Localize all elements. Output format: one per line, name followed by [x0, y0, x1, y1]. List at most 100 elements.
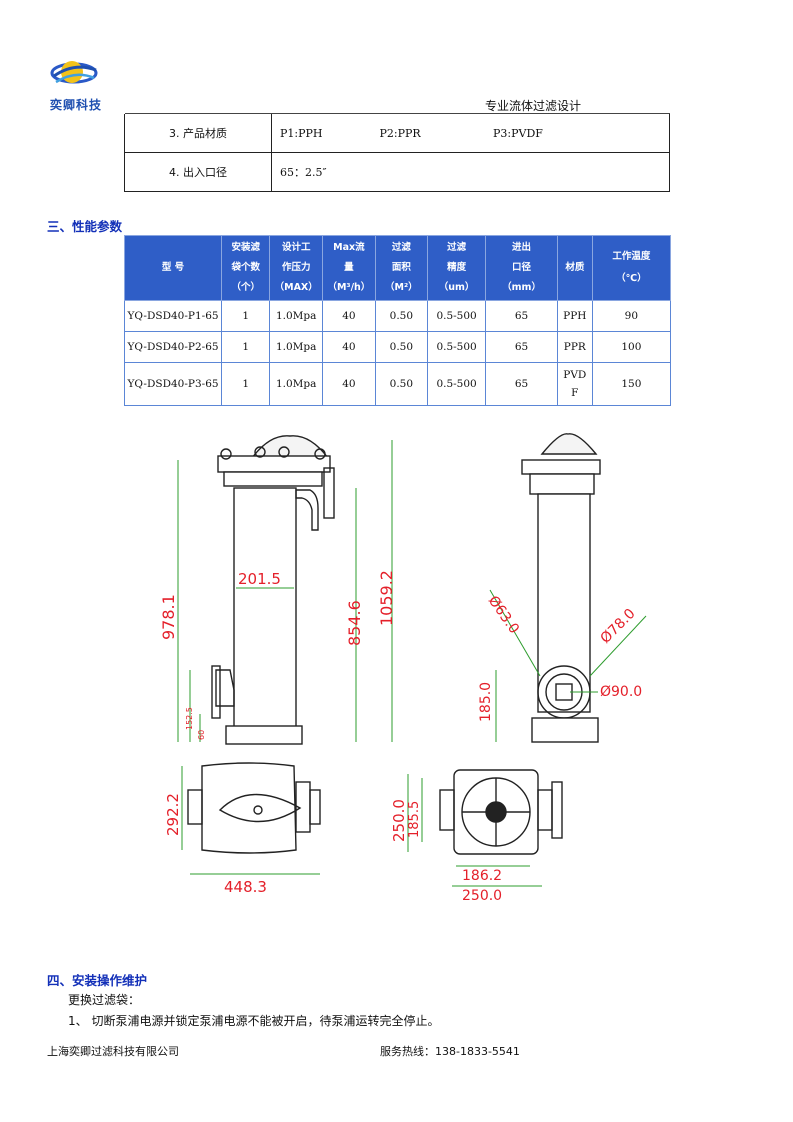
- row-label: 3. 产品材质: [124, 114, 272, 153]
- dim-phi-63: Ø63.0: [485, 593, 522, 637]
- table-cell: PPH: [556, 300, 593, 332]
- dim-152-5: 152.5: [185, 707, 194, 730]
- table-cell: 1.0Mpa: [269, 362, 324, 406]
- technical-drawing: 201.5 978.1 854.6 1059.2 152.5 60 Ø63.0 …: [160, 433, 647, 904]
- column-header-line: （M³/h）: [327, 282, 371, 293]
- side-view: [521, 433, 601, 743]
- company-logo-icon: [50, 61, 98, 84]
- footer-company: 上海奕卿过滤科技有限公司: [47, 1045, 179, 1058]
- column-header-line: 精度: [447, 262, 467, 273]
- row-label: 4. 出入口径: [124, 152, 272, 192]
- table-cell: 0.50: [374, 300, 429, 332]
- table-cell: 1.0Mpa: [269, 331, 324, 363]
- front-view: [211, 435, 335, 745]
- dim-phi-78: Ø78.0: [598, 606, 639, 647]
- table-cell: 0.5-500: [426, 331, 487, 363]
- table-cell: YQ-DSD40-P2-65: [123, 331, 223, 363]
- dim-185-0: 185.0: [478, 682, 494, 722]
- column-header: 安装滤袋个数 （个）: [221, 235, 271, 301]
- column-header: 进出口径 （mm）: [485, 235, 558, 301]
- table-cell: 150: [591, 362, 672, 406]
- cell-line: F: [571, 387, 579, 399]
- column-header: 材质: [556, 235, 593, 301]
- material-pvdf: P3:PVDF: [493, 126, 543, 140]
- column-header-line: （个）: [231, 282, 260, 293]
- column-header-line: 量: [344, 262, 354, 273]
- table-header-row: 型 号安装滤袋个数 （个） 设计工作压力 （MAX） Max流量 （M³/h） 过滤面积 （M…: [123, 235, 672, 301]
- table-cell: 0.5-500: [426, 300, 487, 332]
- table-cell: 40: [322, 300, 376, 332]
- column-header-line: （um）: [438, 282, 475, 293]
- table-cell: PVD F: [556, 362, 593, 406]
- table-cell: 65: [485, 362, 558, 406]
- dim-201-5: 201.5: [238, 570, 281, 588]
- cell-line: PVD: [563, 369, 587, 381]
- column-header-line: 材质: [565, 262, 585, 273]
- column-header: 过滤精度 （um）: [426, 235, 487, 301]
- table-cell: 65: [485, 331, 558, 363]
- column-header-line: 过滤: [447, 242, 467, 253]
- dim-1059-2: 1059.2: [377, 570, 396, 626]
- table-cell: 1: [221, 331, 271, 363]
- column-header-line: Max流: [333, 242, 365, 253]
- table-cell: 0.50: [374, 362, 429, 406]
- section-title: 三、性能参数: [47, 219, 123, 234]
- dim-60: 60: [197, 730, 206, 740]
- dim-186-2: 186.2: [462, 868, 502, 884]
- table-cell: 100: [591, 331, 672, 363]
- instruction-item: 1、 切断泵浦电源并锁定泵浦电源不能被开启，待泵浦运转完全停止。: [68, 1014, 440, 1028]
- table-cell: 1: [221, 362, 271, 406]
- bottom-view: [439, 769, 563, 855]
- column-header-line: （MAX）: [274, 282, 318, 293]
- header-tagline: 专业流体过滤设计: [485, 99, 582, 113]
- material-table: 3. 产品材质 P1:PPH P2:PPR P3:PVDF 4. 出入口径 65…: [124, 114, 670, 192]
- table-cell: 1.0Mpa: [269, 300, 324, 332]
- table-row: 4. 出入口径 65：2.5″: [124, 152, 670, 192]
- column-header-line: 面积: [391, 262, 411, 273]
- top-view: [187, 762, 321, 854]
- column-header-line: 安装滤: [231, 242, 260, 253]
- table-cell: 90: [591, 300, 672, 332]
- column-header-line: 口径: [512, 262, 532, 273]
- performance-table: 型 号安装滤袋个数 （个） 设计工作压力 （MAX） Max流量 （M³/h） 过滤面积 （M…: [123, 235, 672, 406]
- table-cell: PPR: [556, 331, 593, 363]
- dim-448-3: 448.3: [224, 878, 267, 896]
- table-cell: 0.50: [374, 331, 429, 363]
- row-value: 65：2.5″: [271, 152, 670, 192]
- column-header-line: 袋个数: [231, 262, 260, 273]
- table-cell: YQ-DSD40-P1-65: [123, 300, 223, 332]
- dim-978-1: 978.1: [160, 594, 178, 640]
- dim-185-5: 185.5: [407, 801, 422, 838]
- column-header: 型 号: [123, 235, 223, 301]
- header-divider: [125, 113, 670, 114]
- dim-854-6: 854.6: [345, 600, 364, 646]
- table-cell: 65: [485, 300, 558, 332]
- column-header-line: 作压力: [281, 262, 311, 273]
- hotline-label: 服务热线：: [380, 1045, 435, 1058]
- column-header-line: （M²）: [385, 282, 418, 293]
- dim-292-2: 292.2: [164, 793, 182, 836]
- column-header-line: 工作温度: [612, 251, 651, 262]
- column-header-line: 过滤: [391, 242, 411, 253]
- material-ppr: P2:PPR: [379, 126, 421, 140]
- company-logo-text: 奕卿科技: [50, 98, 103, 112]
- table-cell: 40: [322, 362, 376, 406]
- footer-hotline: 服务热线：138-1833-5541: [380, 1043, 520, 1059]
- section-subtitle: 更换过滤袋：: [68, 993, 141, 1007]
- material-pph: P1:PPH: [280, 126, 323, 140]
- column-header: 工作温度（℃）: [591, 235, 672, 301]
- dim-250-0-vertical: 250.0: [390, 799, 408, 842]
- table-cell: 40: [322, 331, 376, 363]
- hotline-number: 138-1833-5541: [435, 1045, 520, 1058]
- table-cell: YQ-DSD40-P3-65: [123, 362, 223, 406]
- column-header-line: 进出: [512, 242, 532, 253]
- column-header: 设计工作压力 （MAX）: [269, 235, 324, 301]
- section-title: 四、安装操作维护: [47, 973, 148, 988]
- column-header: Max流量 （M³/h）: [322, 235, 376, 301]
- table-cell: 1: [221, 300, 271, 332]
- column-header-line: 设计工: [281, 242, 311, 253]
- column-header-line: （mm）: [502, 282, 541, 293]
- dim-phi-90: Ø90.0: [600, 684, 642, 700]
